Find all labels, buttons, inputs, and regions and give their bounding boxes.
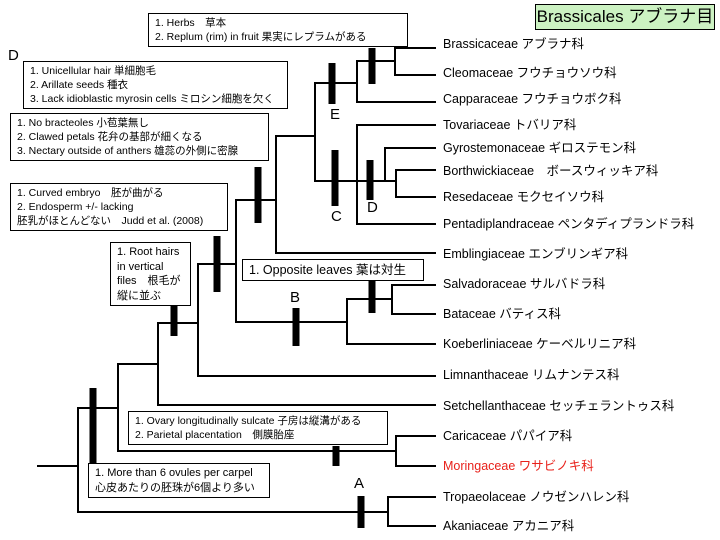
- taxon-label-capparaceae: Capparaceae フウチョウボク科: [443, 92, 622, 106]
- note-line: 1. Unicellular hair 単細胞毛: [30, 65, 157, 77]
- synapomorphy-bar-e: [328, 63, 336, 104]
- note-line: 1. Ovary longitudinally sulcate 子房は縦溝がある: [135, 415, 362, 427]
- taxon-label-caricaceae: Caricaceae パパイア科: [443, 429, 573, 443]
- clade-label-e: E: [330, 106, 341, 123]
- taxon-label-akaniaceae: Akaniaceae アカニア科: [443, 519, 575, 533]
- taxon-label-emblingiaceae: Emblingiaceae エンブリンギア科: [443, 247, 629, 261]
- taxon-label-brassicaceae: Brassicaceae アブラナ科: [443, 37, 585, 51]
- note-line: 1. Herbs 草本: [155, 17, 227, 29]
- clade-label-a: A: [354, 475, 365, 492]
- note-line: 2. Clawed petals 花弁の基部が細くなる: [17, 131, 203, 143]
- taxon-label-cleomaceae: Cleomaceae フウチョウソウ科: [443, 66, 617, 80]
- note-line: 2. Arillate seeds 種衣: [30, 79, 129, 91]
- note-line: 1. No bracteoles 小苞葉無し: [17, 117, 149, 129]
- note-line: 1. Curved embryo 胚が曲がる: [17, 187, 164, 199]
- clade-label-b: B: [290, 289, 301, 306]
- note-ovary-sulcate: 1. Ovary longitudinally sulcate 子房は縦溝がある…: [128, 411, 388, 445]
- note-herbs-replum: 1. Herbs 草本 2. Replum (rim) in fruit 果実に…: [148, 13, 408, 47]
- note-curved-embryo: 1. Curved embryo 胚が曲がる 2. Endosperm +/- …: [10, 183, 228, 231]
- order-title: Brassicales アブラナ目: [535, 4, 715, 30]
- taxon-label-koeberliniaceae: Koeberliniaceae ケーベルリニア科: [443, 337, 637, 351]
- synapomorphy-bar-a: [357, 496, 365, 528]
- note-line: 1. Root hairs: [117, 246, 180, 258]
- taxon-label-gyrostemonaceae: Gyrostemonaceae ギロステモン科: [443, 141, 637, 155]
- taxon-label-moringaceae: Moringaceae ワサビノキ科: [443, 459, 594, 473]
- taxon-label-bataceae: Bataceae バティス科: [443, 307, 562, 321]
- clade-label-d: D: [367, 199, 378, 216]
- taxon-label-pentadiplandraceae: Pentadiplandraceae ペンタディプランドラ科: [443, 217, 695, 231]
- note-line: 3. Lack idioblastic myrosin cells ミロシン細胞…: [30, 93, 274, 105]
- note-line: 1. Opposite leaves 葉は対生: [249, 263, 407, 277]
- note-line: 2. Replum (rim) in fruit 果実にレプラムがある: [155, 31, 367, 43]
- note-opposite-leaves: 1. Opposite leaves 葉は対生: [242, 259, 424, 281]
- synapomorphy-bar-root-hairs: [170, 304, 178, 336]
- synapomorphy-bar-ovules: [89, 388, 97, 468]
- note-line: 1. More than 6 ovules per carpel: [95, 467, 253, 479]
- clade-label-d-left: D: [8, 47, 19, 64]
- synapomorphy-bar-d: [366, 160, 374, 200]
- synapomorphy-bar-ovary: [332, 446, 340, 466]
- synapomorphy-bar-opposite: [368, 281, 376, 313]
- synapomorphy-bar-bracteoles: [254, 167, 262, 223]
- taxon-label-borthwickiaceae: Borthwickiaceae ボースウィッキア科: [443, 164, 659, 178]
- synapomorphy-bar-c: [331, 150, 339, 206]
- note-line: 縦に並ぶ: [117, 289, 161, 302]
- note-ovules-per-carpel: 1. More than 6 ovules per carpel 心皮あたりの胚…: [88, 463, 270, 498]
- note-line: 胚乳がほとんどない Judd et al. (2008): [17, 215, 204, 227]
- taxon-label-salvadoraceae: Salvadoraceae サルバドラ科: [443, 277, 606, 291]
- synapomorphy-bar-embryo: [213, 236, 221, 292]
- note-no-bracteoles: 1. No bracteoles 小苞葉無し 2. Clawed petals …: [10, 113, 269, 161]
- synapomorphy-bar-herbs: [368, 48, 376, 84]
- taxon-label-limnanthaceae: Limnanthaceae リムナンテス科: [443, 368, 620, 382]
- note-line: 2. Endosperm +/- lacking: [17, 201, 134, 213]
- taxon-label-resedaceae: Resedaceae モクセイソウ科: [443, 190, 605, 204]
- note-line: 3. Nectary outside of anthers 雄蕊の外側に密腺: [17, 145, 239, 157]
- note-line: in vertical: [117, 260, 164, 273]
- clade-label-c: C: [331, 208, 342, 225]
- taxon-label-tropaeolaceae: Tropaeolaceae ノウゼンハレン科: [443, 490, 630, 504]
- synapomorphy-bar-b: [292, 308, 300, 346]
- taxon-label-tovariaceae: Tovariaceae トバリア科: [443, 118, 577, 132]
- note-line: 心皮あたりの胚珠が6個より多い: [95, 481, 255, 494]
- note-unicellular-hair: 1. Unicellular hair 単細胞毛 2. Arillate see…: [23, 61, 288, 109]
- note-root-hairs: 1. Root hairs in vertical files 根毛が 縦に並ぶ: [110, 242, 191, 306]
- taxon-label-setchellanthaceae: Setchellanthaceae セッチェラントゥス科: [443, 399, 675, 413]
- note-line: files 根毛が: [117, 275, 181, 287]
- note-line: 2. Parietal placentation 側膜胎座: [135, 429, 295, 441]
